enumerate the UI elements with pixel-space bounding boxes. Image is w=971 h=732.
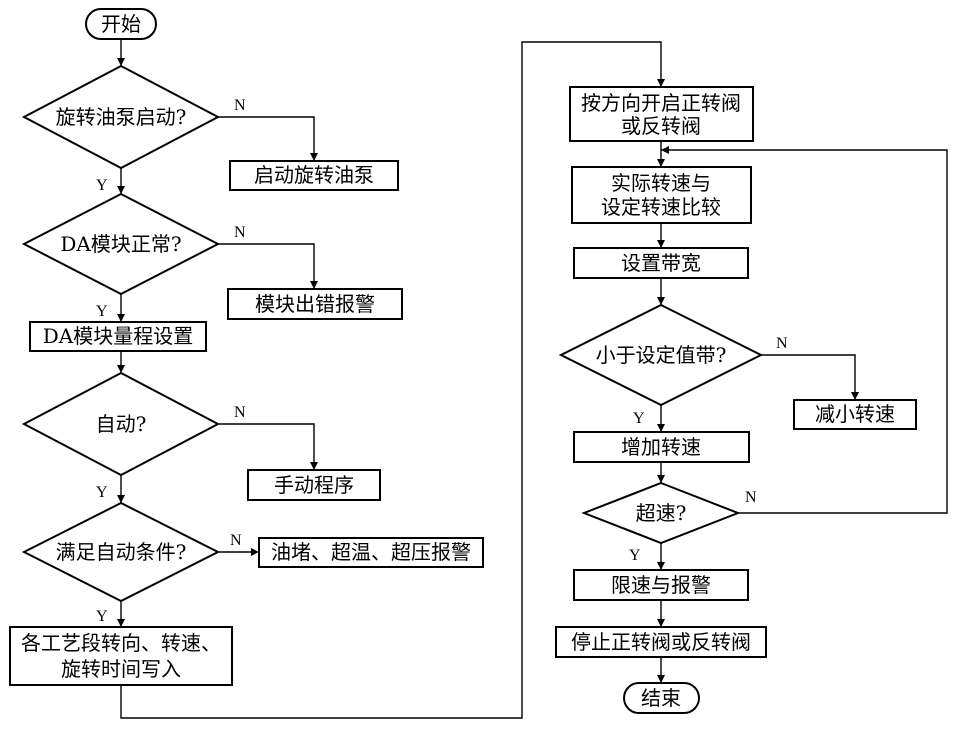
edge-below-band-no <box>761 354 859 400</box>
process-write-parameters-line2: 旋转时间写入 <box>61 657 181 681</box>
decision-below-band: 小于设定值带? <box>558 303 764 407</box>
process-set-bandwidth: 设置带宽 <box>573 247 749 279</box>
auto-no-label: N <box>234 404 246 421</box>
process-set-bandwidth-label: 设置带宽 <box>621 251 701 275</box>
pump-no-label: N <box>234 97 246 114</box>
process-fault-alarm-label: 油堵、超温、超压报警 <box>271 540 471 564</box>
process-da-alarm: 模块出错报警 <box>227 288 403 320</box>
edge-overspeed-no-loop <box>661 146 948 514</box>
decision-auto-label: 自动? <box>96 412 147 436</box>
process-decrease-speed: 减小转速 <box>793 399 917 430</box>
decision-da-normal: DA模块正常? <box>21 192 221 296</box>
process-compare-speed-line1: 实际转速与 <box>611 171 711 195</box>
process-compare-speed-line2: 设定转速比较 <box>601 195 721 219</box>
process-open-valve-line1: 按方向开启正转阀 <box>581 91 741 115</box>
edge-write-to-open-valve <box>120 41 665 719</box>
process-open-valve: 按方向开启正转阀 或反转阀 <box>569 86 754 142</box>
process-da-range: DA模块量程设置 <box>29 321 207 352</box>
decision-overspeed-label: 超速? <box>636 501 687 525</box>
decision-auto-conditions-label: 满足自动条件? <box>56 540 187 564</box>
decision-da-normal-label: DA模块正常? <box>60 232 181 256</box>
decision-overspeed: 超速? <box>581 481 741 545</box>
below-band-no-label: N <box>776 335 788 352</box>
process-manual: 手动程序 <box>247 469 381 501</box>
auto-yes-label: Y <box>96 484 108 501</box>
below-band-yes-label: Y <box>633 410 645 427</box>
process-manual-label: 手动程序 <box>274 473 354 497</box>
decision-pump-started-label: 旋转油泵启动? <box>56 105 187 129</box>
overspeed-yes-label: Y <box>629 547 641 564</box>
edge-da-no <box>218 243 318 289</box>
start-terminal: 开始 <box>85 8 157 40</box>
process-stop-valve-label: 停止正转阀或反转阀 <box>571 630 751 654</box>
process-write-parameters-line1: 各工艺段转向、转速、 <box>21 631 221 655</box>
process-limit-alarm: 限速与报警 <box>573 569 749 601</box>
process-write-parameters: 各工艺段转向、转速、 旋转时间写入 <box>9 626 233 686</box>
decision-pump-started: 旋转油泵启动? <box>21 64 221 170</box>
conditions-yes-label: Y <box>96 608 108 625</box>
da-no-label: N <box>234 224 246 241</box>
process-compare-speed: 实际转速与 设定转速比较 <box>571 166 752 224</box>
start-label: 开始 <box>101 12 141 36</box>
process-decrease-speed-label: 减小转速 <box>815 402 895 426</box>
process-stop-valve: 停止正转阀或反转阀 <box>555 626 767 658</box>
conditions-no-label: N <box>230 532 242 549</box>
decision-auto-conditions: 满足自动条件? <box>21 501 221 603</box>
process-da-range-label: DA模块量程设置 <box>43 324 193 348</box>
process-open-valve-line2: 或反转阀 <box>621 114 701 138</box>
process-increase-speed-label: 增加转速 <box>621 435 701 459</box>
end-label: 结束 <box>641 686 681 710</box>
process-start-pump-label: 启动旋转油泵 <box>254 163 374 187</box>
edge-pump-no <box>218 116 318 161</box>
process-fault-alarm: 油堵、超温、超压报警 <box>258 537 484 568</box>
process-da-alarm-label: 模块出错报警 <box>255 292 375 316</box>
process-start-pump: 启动旋转油泵 <box>229 160 399 191</box>
decision-below-band-label: 小于设定值带? <box>596 343 727 367</box>
process-increase-speed: 增加转速 <box>573 431 750 463</box>
decision-auto: 自动? <box>21 371 221 477</box>
da-yes-label: Y <box>96 303 108 320</box>
edge-auto-no <box>218 423 318 470</box>
process-limit-alarm-label: 限速与报警 <box>611 573 711 597</box>
overspeed-no-label: N <box>745 489 757 506</box>
end-terminal: 结束 <box>623 682 700 714</box>
pump-yes-label: Y <box>96 177 108 194</box>
